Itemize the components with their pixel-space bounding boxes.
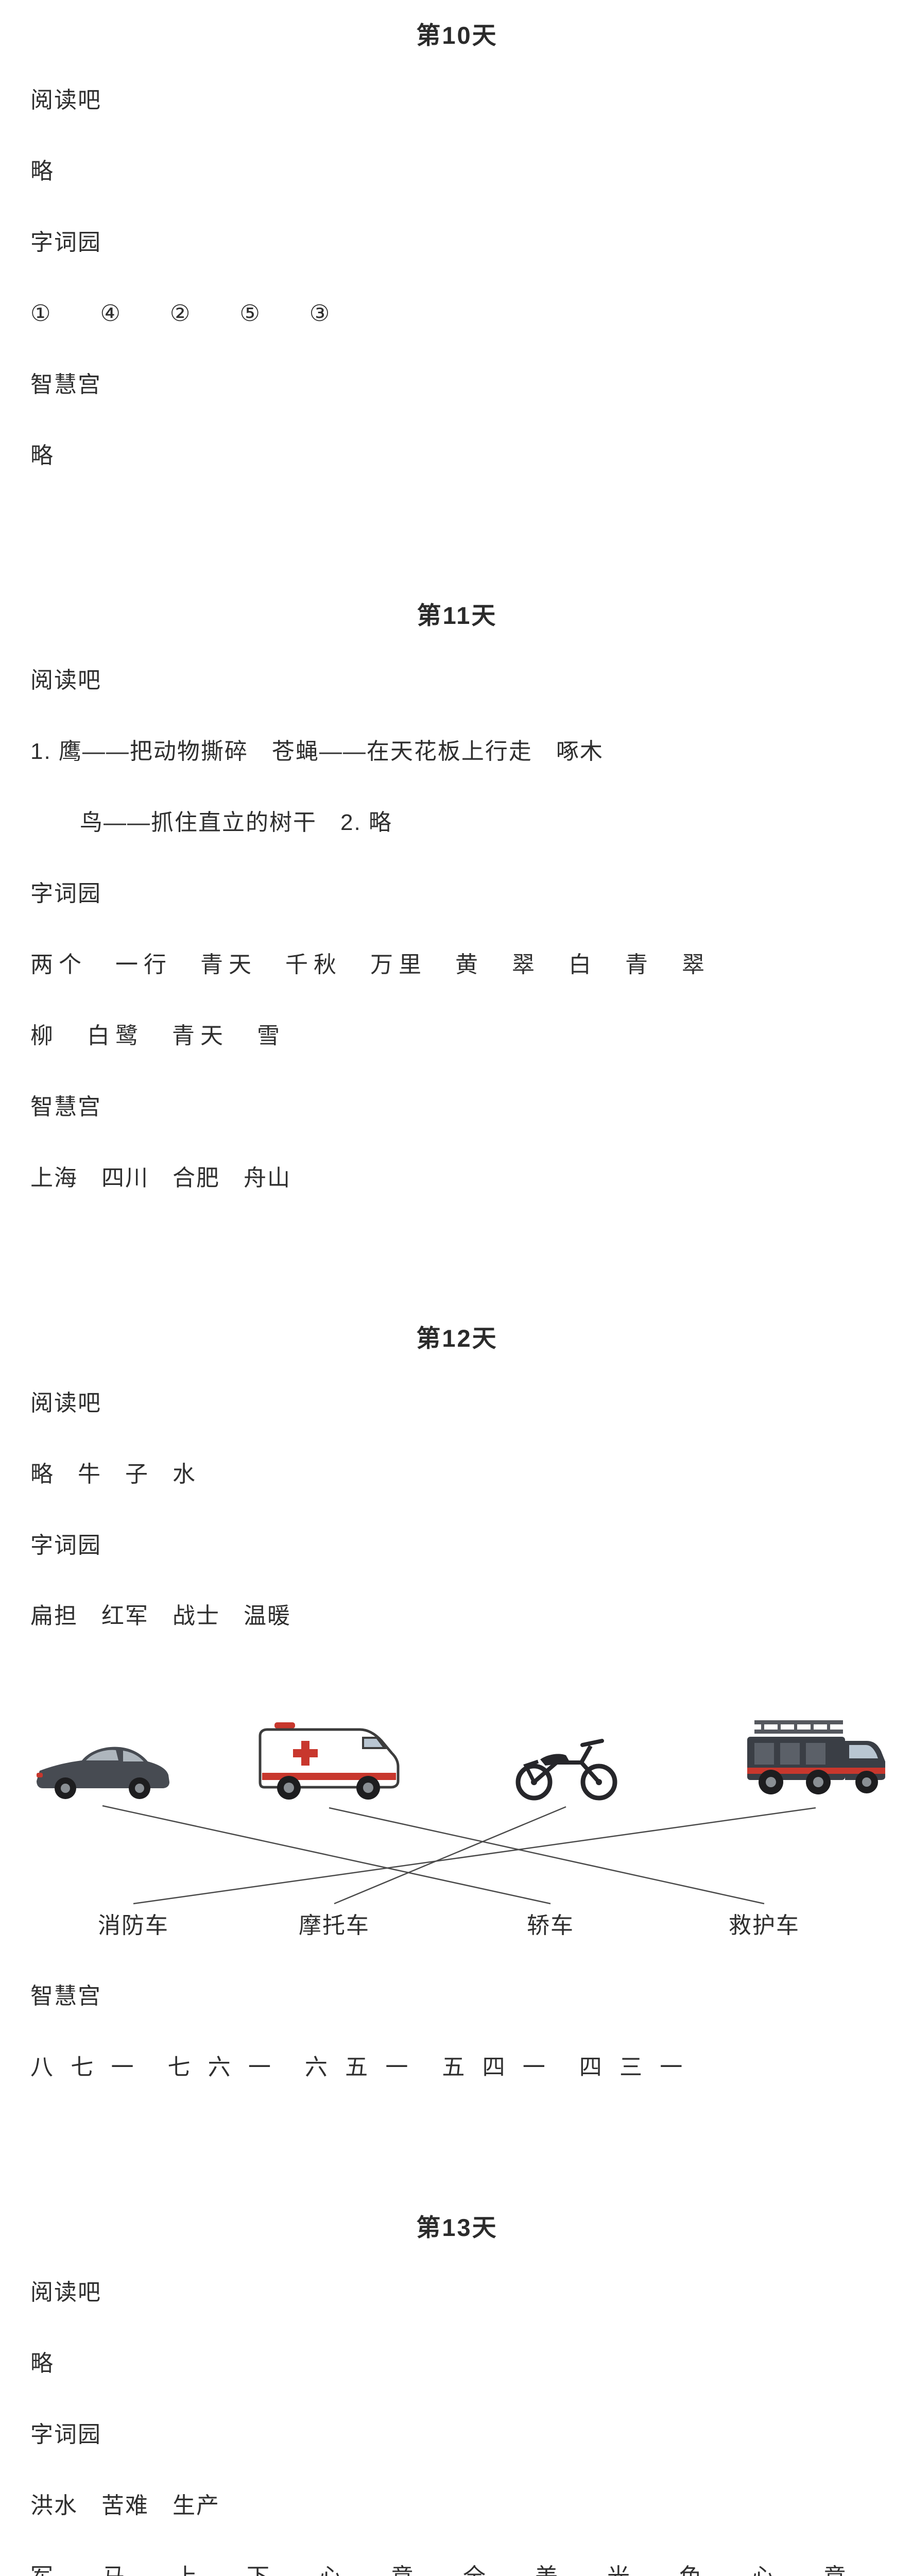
answer-line: 两个 一行 青天 千秋 万里 黄 翠 白 青 翠 bbox=[30, 952, 710, 978]
ambulance-icon bbox=[259, 1722, 400, 1800]
answer-line: 军 马 上 下 心 意 全 美 光 色 心 意 bbox=[30, 2564, 884, 2576]
day12-section: 第12天 阅读吧 略 牛 子 水 字词园 扁担 红军 战士 温暖 bbox=[30, 1236, 885, 2081]
day-title: 第11天 bbox=[417, 602, 497, 630]
section-label: 阅读吧 bbox=[30, 2280, 101, 2306]
answer-line: 洪水 苦难 生产 bbox=[30, 2493, 220, 2518]
section-label: 智慧宫 bbox=[30, 1094, 101, 1120]
match-label: 消防车 bbox=[98, 1913, 169, 1939]
answer-line: 1. 鹰——把动物撕碎 苍蝇——在天花板上行走 啄木 bbox=[30, 739, 604, 765]
day-title: 第10天 bbox=[416, 22, 498, 49]
answer-line: 柳 白鹭 青天 雪 bbox=[30, 1023, 285, 1048]
answer-line: 上海 四川 合肥 舟山 bbox=[30, 1165, 291, 1191]
section-label: 字词园 bbox=[30, 881, 101, 907]
answer-line: ① ④ ② ⑤ ③ bbox=[30, 300, 343, 326]
answer-line: 鸟——抓住直立的树干 2. 略 bbox=[80, 810, 392, 836]
section-label: 字词园 bbox=[30, 1532, 101, 1558]
section-label: 阅读吧 bbox=[30, 668, 101, 693]
answer-line: 扁担 红军 战士 温暖 bbox=[30, 1603, 291, 1629]
section-label: 字词园 bbox=[30, 229, 101, 255]
section-label: 字词园 bbox=[30, 2421, 101, 2447]
day-title: 第12天 bbox=[416, 1324, 498, 1352]
answer-line: 略 bbox=[30, 2351, 54, 2377]
answer-line: 略 牛 子 水 bbox=[30, 1461, 196, 1487]
section-label: 阅读吧 bbox=[30, 1390, 101, 1416]
answer-line: 八 七 一 七 六 一 六 五 一 五 四 一 四 三 一 bbox=[30, 2055, 689, 2080]
match-label: 摩托车 bbox=[299, 1913, 370, 1939]
match-label: 轿车 bbox=[527, 1913, 574, 1939]
day10-section: 第10天 阅读吧 略 字词园 ① ④ ② ⑤ ③ 智慧宫 略 bbox=[30, 7, 884, 469]
fire-truck-icon bbox=[747, 1720, 885, 1795]
section-label: 智慧宫 bbox=[30, 371, 101, 397]
day-title: 第13天 bbox=[416, 2214, 498, 2242]
answer-line: 略 bbox=[30, 158, 54, 184]
motorcycle-icon bbox=[515, 1739, 617, 1801]
answer-line: 略 bbox=[30, 443, 54, 468]
vehicle-matching-exercise: 消防车 摩托车 轿车 救护车 bbox=[30, 1674, 885, 1952]
section-label: 智慧宫 bbox=[30, 1984, 101, 2009]
day11-section: 第11天 阅读吧 1. 鹰——把动物撕碎 苍蝇——在天花板上行走 啄木 鸟——抓… bbox=[30, 513, 884, 1191]
match-label: 救护车 bbox=[729, 1913, 800, 1939]
sedan-car-icon bbox=[37, 1747, 169, 1800]
section-label: 阅读吧 bbox=[30, 88, 101, 113]
matching-lines bbox=[102, 1805, 816, 1905]
day13-section: 第13天 阅读吧 略 字词园 洪水 苦难 生产 军 马 上 下 心 意 全 美 … bbox=[30, 2125, 884, 2576]
